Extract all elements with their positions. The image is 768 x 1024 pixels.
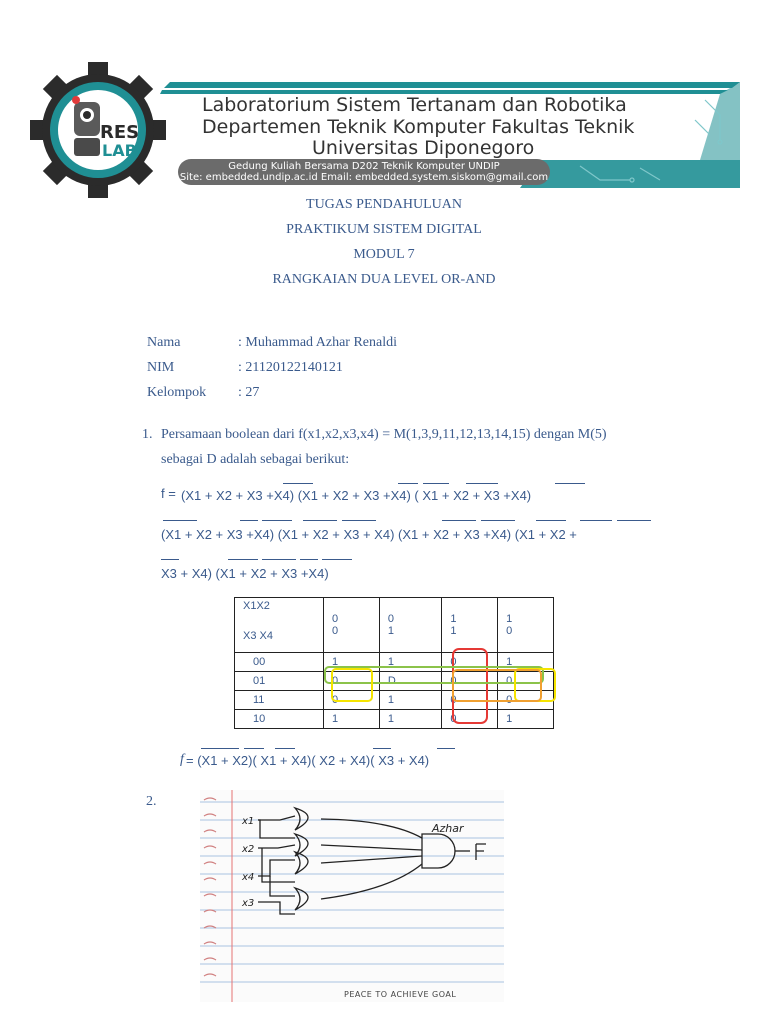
kmap-corner-x1x2: X1X2 — [243, 600, 270, 612]
equation-line-2: (X1 + X2 + X3 +X4) (X1 + X2 + X3 + X4) (… — [161, 527, 577, 542]
title-rangkaian: RANGKAIAN DUA LEVEL OR-AND — [272, 272, 496, 287]
kmap-corner-x3x4: X3 X4 — [243, 630, 273, 642]
author-signature: Azhar — [431, 822, 465, 835]
circuit-sketch: x1 x2 x4 x3 Azhar — [200, 790, 504, 1002]
kmap-group-loops — [324, 648, 556, 724]
address-bar: Gedung Kuliah Bersama D202 Teknik Komput… — [178, 159, 550, 185]
equation-line-3: X3 + X4) (X1 + X2 + X3 +X4) — [161, 566, 329, 581]
result-expression: = (X1 + X2)( X1 + X4)( X2 + X4)( X3 + X4… — [186, 753, 430, 768]
kmap-cell: 1 — [497, 709, 554, 729]
kmap-cell: 1 — [323, 709, 380, 729]
group-red — [452, 648, 488, 724]
value-nama: : Muhammad Azhar Renaldi — [238, 335, 398, 350]
kmap-corner: X1X2 X3 X4 — [234, 597, 324, 653]
input-x1: x1 — [241, 816, 254, 827]
input-x3: x3 — [241, 898, 254, 909]
title-praktikum: PRAKTIKUM SISTEM DIGITAL — [286, 222, 482, 237]
kmap-row: 01 0 D 0 0 — [234, 671, 554, 691]
lab-logo: RES LAB — [28, 60, 168, 200]
footer-slogan: PEACE TO ACHIEVE GOAL — [344, 990, 457, 999]
group-yellow-right — [514, 668, 556, 702]
title-modul: MODUL 7 — [353, 247, 415, 262]
kmap-row-label: 11 — [234, 690, 324, 710]
question-1-text: Persamaan boolean dari f(x1,x2,x3,x4) = … — [161, 427, 607, 442]
kmap-row-label: 01 — [234, 671, 324, 691]
question-2-number: 2. — [146, 794, 157, 809]
value-nim: : 21120122140121 — [238, 360, 343, 375]
kmap-row-label: 10 — [234, 709, 324, 729]
question-1-number: 1. — [142, 427, 153, 442]
equation-line-1: (X1 + X2 + X3 +X4) (X1 + X2 + X3 +X4) ( … — [181, 488, 532, 503]
department-name: Departemen Teknik Komputer Fakultas Tekn… — [202, 116, 635, 138]
group-orange — [452, 669, 542, 702]
logo-res-text: RES — [100, 122, 139, 143]
lab-name: Laboratorium Sistem Tertanam dan Robotik… — [202, 94, 627, 116]
label-nim: NIM — [147, 360, 175, 375]
university-name: Universitas Diponegoro — [312, 137, 535, 159]
site-text: Site: embedded.undip.ac.id Email: embedd… — [179, 172, 549, 183]
result-f-symbol: f — [180, 752, 184, 767]
value-kelompok: : 27 — [238, 385, 260, 400]
kmap-row-label: 00 — [234, 652, 324, 672]
label-nama: Nama — [147, 335, 181, 350]
banner-stripes — [160, 82, 740, 188]
input-x2: x2 — [241, 844, 254, 855]
address-text: Gedung Kuliah Bersama D202 Teknik Komput… — [228, 161, 500, 172]
label-kelompok: Kelompok — [147, 385, 207, 400]
group-green — [324, 666, 544, 684]
title-tugas: TUGAS PENDAHULUAN — [306, 197, 462, 212]
logo-lab-text: LAB — [102, 141, 137, 160]
question-1-text-cont: sebagai D adalah sebagai berikut: — [161, 452, 350, 467]
equation-prefix: f = — [161, 486, 176, 501]
input-x4: x4 — [241, 872, 254, 883]
kmap-cell: 1 — [378, 709, 443, 729]
group-yellow-left — [331, 668, 373, 702]
